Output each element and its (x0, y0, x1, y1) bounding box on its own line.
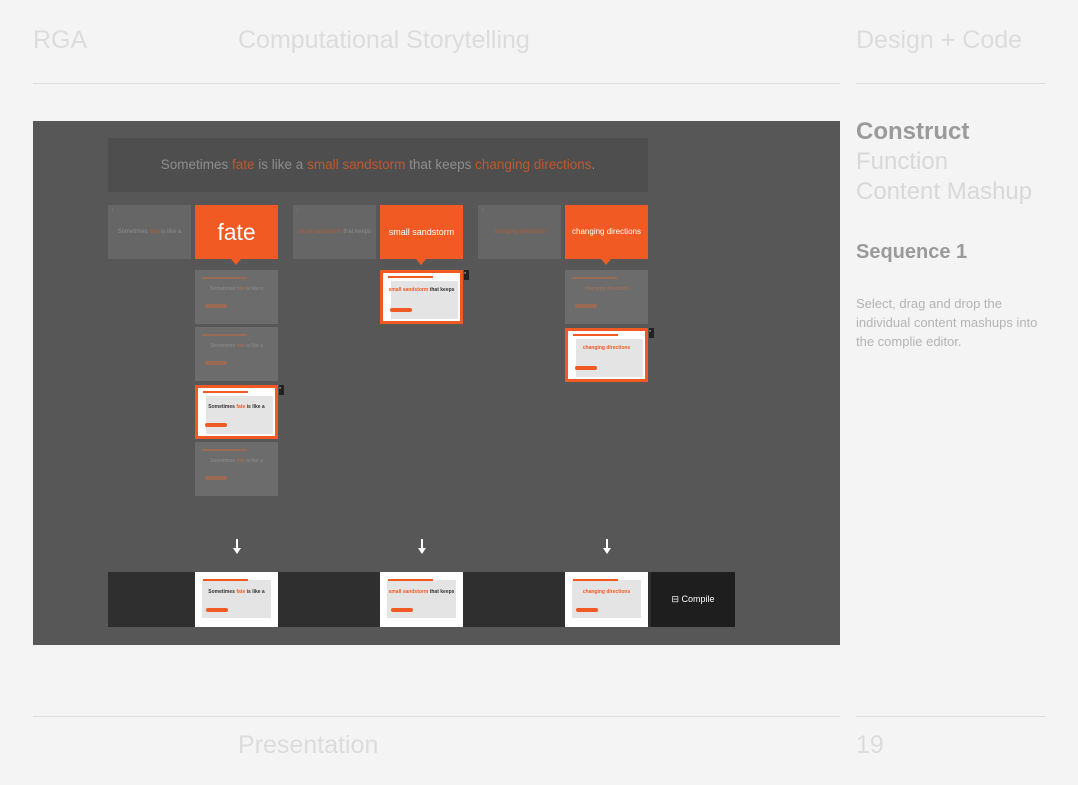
header-course: Computational Storytelling (238, 26, 530, 54)
card-text: changing directions (584, 286, 629, 292)
close-icon[interactable]: × (649, 328, 654, 338)
header-category: Design + Code (856, 26, 1023, 54)
arrow-down-icon (232, 539, 242, 555)
slot-text: Sometimes fate is like a (208, 589, 265, 595)
card-inner (568, 331, 645, 379)
chunk-number: 2 (296, 208, 299, 214)
arrow-down-icon (417, 539, 427, 555)
chunk-text-hl: changing directions (493, 229, 546, 235)
card-bar (573, 334, 618, 336)
editor-slot-2[interactable]: small sandstorm that keeps (380, 572, 463, 627)
card-pill (205, 423, 227, 427)
card-pill (575, 304, 597, 308)
card-pill (390, 308, 412, 312)
chunk-text-post: is like a (159, 229, 182, 235)
card-text: changing directions (582, 345, 631, 351)
card-text: Sometimes fate is like a (210, 343, 263, 349)
mashup-card-selected[interactable]: changing directions × (565, 328, 654, 382)
mashup-card[interactable]: Sometimes fate is like a (195, 327, 278, 381)
footer-rule-right (856, 716, 1046, 717)
footer-rule-left (33, 716, 840, 717)
keyword-box-directions[interactable]: changing directions (565, 205, 648, 265)
banner-text-1: Sometimes (160, 157, 233, 172)
card-pill (205, 361, 227, 365)
close-icon[interactable]: × (464, 270, 469, 280)
sidebar-heading: Construct (856, 118, 970, 145)
card-text: small sandstorm that keeps (388, 287, 455, 293)
banner-keyword-directions[interactable]: changing directions (475, 157, 592, 172)
chunk-box-1[interactable]: 1 Sometimes fate is like a (108, 205, 191, 259)
footer-section: Presentation (238, 731, 379, 759)
card-bar (203, 391, 248, 393)
chunk-number: 1 (111, 208, 114, 214)
chunk-text-hl: fate (149, 229, 160, 235)
chunk-text-pre: Sometimes (117, 229, 150, 235)
chunk-text-post: that keeps (341, 229, 372, 235)
card-bar (572, 277, 617, 279)
chunk-text-hl: small sandstorm (297, 229, 342, 235)
slot-text: changing directions (582, 589, 631, 595)
card-text: Sometimes fate is like a (210, 286, 263, 292)
mashup-card[interactable]: Sometimes fate is like a (195, 270, 278, 324)
mashup-card[interactable]: Sometimes fate is like a (195, 442, 278, 496)
sidebar-sequence: Sequence 1 (856, 241, 968, 263)
chunk-box-2[interactable]: 2 small sandstorm that keeps (293, 205, 376, 259)
banner-text-4: . (591, 157, 596, 172)
card-pill (205, 476, 227, 480)
compile-icon: ⊟ (671, 594, 682, 604)
card-bar (202, 277, 247, 279)
banner-keyword-fate[interactable]: fate (232, 157, 255, 172)
editor-slot-1[interactable]: Sometimes fate is like a (195, 572, 278, 627)
compile-editor[interactable]: Sometimes fate is like a small sandstorm… (108, 572, 651, 627)
card-pill (205, 304, 227, 308)
card-text: Sometimes fate is like a (208, 404, 265, 410)
banner-text-2: is like a (254, 157, 308, 172)
card-pill (575, 366, 597, 370)
arrow-down-icon (602, 539, 612, 555)
slot-text: small sandstorm that keeps (388, 589, 455, 595)
sidebar-step-content-mashup: Content Mashup (856, 178, 1033, 205)
compile-label: Compile (681, 594, 715, 604)
card-bar (202, 334, 247, 336)
card-inner (198, 388, 275, 436)
keyword-box-fate[interactable]: fate (195, 205, 278, 265)
sidebar: Construct Function Content Mashup Sequen… (856, 117, 1056, 351)
chunk-box-3[interactable]: 3 changing directions (478, 205, 561, 259)
editor-slot-3[interactable]: changing directions (565, 572, 648, 627)
card-text: Sometimes fate is like a (210, 458, 263, 464)
footer-page-number: 19 (856, 731, 884, 759)
header-rule-right (856, 83, 1046, 84)
banner-text-3: that keeps (405, 157, 476, 172)
sidebar-step-function: Function (856, 148, 949, 175)
mashup-card-selected[interactable]: Sometimes fate is like a × (195, 385, 284, 439)
mashup-card[interactable]: changing directions (565, 270, 648, 324)
compile-button[interactable]: ⊟ Compile (651, 572, 735, 627)
banner-keyword-sandstorm[interactable]: small sandstorm (307, 157, 406, 172)
story-banner: Sometimes fate is like a small sandstorm… (108, 138, 648, 192)
header-rule-left (33, 83, 840, 84)
mashup-card-selected[interactable]: small sandstorm that keeps × (380, 270, 469, 324)
close-icon[interactable]: × (279, 385, 284, 395)
card-bar (388, 276, 433, 278)
chunk-number: 3 (481, 208, 484, 214)
prototype-stage: Sometimes fate is like a small sandstorm… (33, 121, 840, 645)
header-brand: RGA (33, 26, 88, 54)
card-inner (383, 273, 460, 321)
sidebar-description: Select, drag and drop the individual con… (856, 296, 1038, 349)
keyword-box-sandstorm[interactable]: small sandstorm (380, 205, 463, 265)
card-bar (202, 449, 247, 451)
